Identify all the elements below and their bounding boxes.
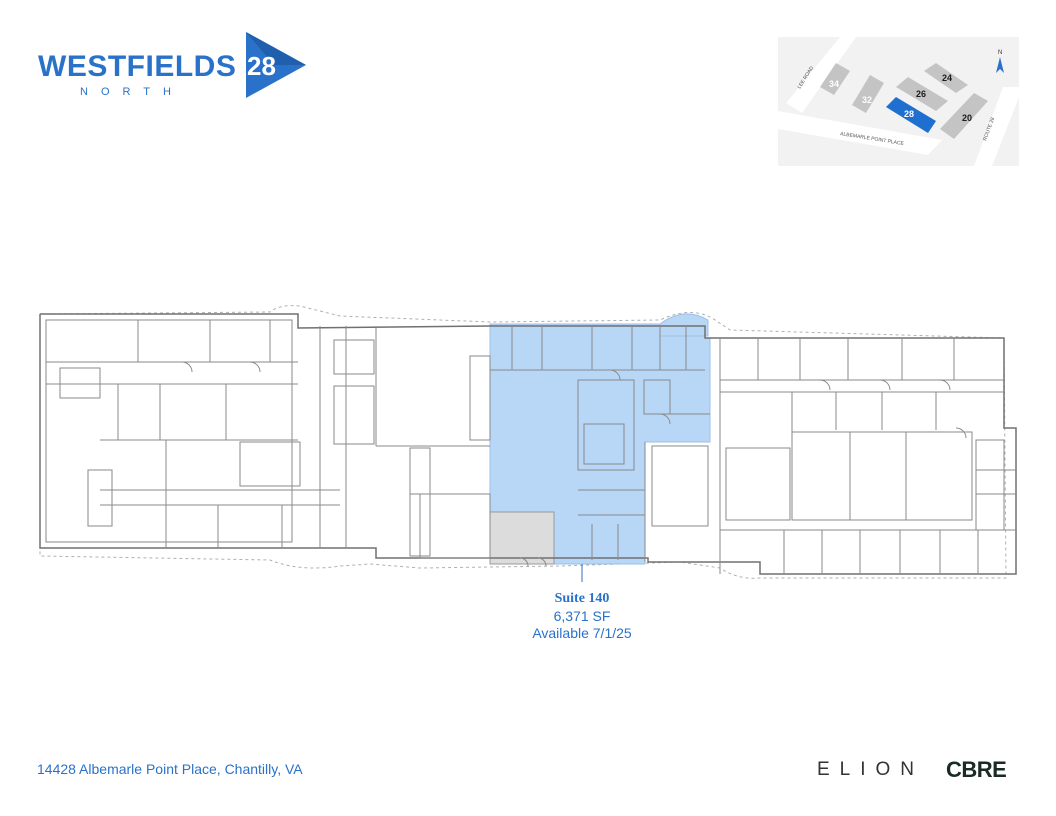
building-34 xyxy=(820,63,850,95)
building-label-24: 24 xyxy=(942,73,952,83)
site-boundary xyxy=(39,305,1007,579)
building-28 xyxy=(886,97,936,133)
albemarle-road xyxy=(778,111,942,155)
building-26 xyxy=(896,77,948,111)
building-exterior-wall xyxy=(39,313,1017,575)
building-label-32: 32 xyxy=(862,95,872,105)
elion-logo: ELION xyxy=(817,759,925,780)
cbre-logo: CBRE xyxy=(946,757,1007,782)
suite-area: 6,371 SF xyxy=(553,608,611,624)
westfields-logo: WESTFIELDS 28 NORTH xyxy=(36,30,306,102)
logo-subtitle: NORTH xyxy=(80,86,184,98)
suite-name: Suite 140 xyxy=(554,591,610,606)
left-wing-outline xyxy=(45,319,293,543)
building-24 xyxy=(924,63,968,93)
site-key-map: 34 32 26 24 28 20 LEE ROAD ALBEMARLE POI… xyxy=(778,37,1019,166)
lee-road xyxy=(786,37,856,113)
building-label-26: 26 xyxy=(916,89,926,99)
building-label-34: 34 xyxy=(829,79,839,89)
property-address: 14428 Albemarle Point Place, Chantilly, … xyxy=(37,761,303,777)
building-20 xyxy=(940,93,988,139)
building-label-20: 20 xyxy=(962,113,972,123)
suite-availability: Available 7/1/25 xyxy=(532,625,632,641)
logo-number: 28 xyxy=(247,51,276,81)
building-32 xyxy=(852,75,884,113)
common-area-gray xyxy=(489,511,555,565)
north-arrow-icon xyxy=(996,57,1004,73)
floor-plan xyxy=(39,305,1017,582)
suite-callout: Suite 140 6,371 SF Available 7/1/25 xyxy=(500,590,664,642)
suite-140-highlight-exterior xyxy=(659,313,709,337)
logo-wordmark: WESTFIELDS xyxy=(38,50,237,83)
logo-triangle-icon xyxy=(246,32,306,98)
route-28-road xyxy=(974,87,1019,166)
building-label-28: 28 xyxy=(904,109,914,119)
north-label: N xyxy=(998,50,1002,56)
